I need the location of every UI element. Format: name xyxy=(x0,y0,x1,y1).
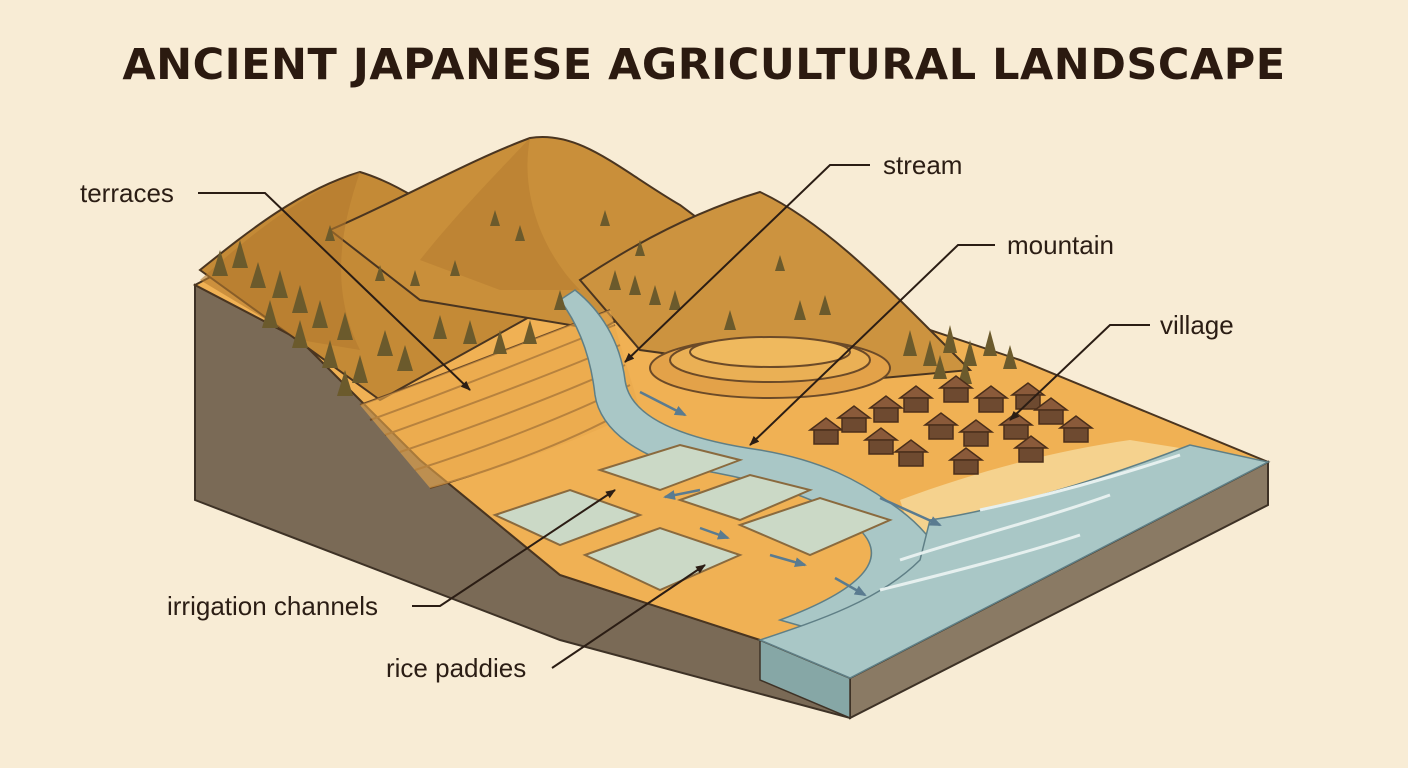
paddy xyxy=(582,526,743,592)
house-icon xyxy=(957,419,995,447)
label-mountain: mountain xyxy=(1007,230,1114,260)
leader-rice-paddies xyxy=(551,564,706,669)
house-icon xyxy=(897,385,935,413)
forest-right xyxy=(903,325,1017,384)
village-houses xyxy=(807,375,1095,475)
leader-stream xyxy=(624,164,870,363)
flow-arrow xyxy=(639,390,687,417)
house-icon xyxy=(862,427,900,455)
house-icon xyxy=(1012,435,1050,463)
paddy xyxy=(596,443,744,492)
diagram-title: ANCIENT JAPANESE AGRICULTURAL LANDSCAPE xyxy=(122,40,1286,90)
wave-lines xyxy=(879,453,1181,592)
label-rice-paddies: rice paddies xyxy=(386,653,526,683)
house-icon xyxy=(892,439,930,467)
label-terraces: terraces xyxy=(80,178,174,208)
forest-center xyxy=(490,210,831,330)
paddy xyxy=(737,496,893,557)
right-terraces xyxy=(649,336,891,399)
leader-irrigation-channels xyxy=(412,489,616,607)
house-icon xyxy=(807,417,845,445)
label-stream: stream xyxy=(883,150,962,180)
label-irrigation-channels: irrigation channels xyxy=(167,591,378,621)
house-icon xyxy=(972,385,1010,413)
leader-lines xyxy=(198,164,1150,669)
mountain-right xyxy=(578,190,973,382)
leader-terraces xyxy=(198,192,471,391)
house-icon xyxy=(867,395,905,423)
leader-mountain xyxy=(749,244,995,446)
house-icon xyxy=(947,447,985,475)
mountain-shadow-center xyxy=(420,138,580,290)
house-icon xyxy=(1032,397,1070,425)
house-icon xyxy=(835,405,873,433)
rice-paddies-grid xyxy=(492,443,893,592)
forest-left xyxy=(212,225,537,396)
house-icon xyxy=(937,375,975,403)
house-icon xyxy=(922,412,960,440)
stream-water xyxy=(558,289,946,641)
label-village: village xyxy=(1160,310,1234,340)
flow-arrow xyxy=(879,496,942,527)
flow-arrow xyxy=(663,488,701,500)
house-icon xyxy=(1057,415,1095,443)
house-icon xyxy=(1009,382,1047,410)
left-terrace-fill xyxy=(360,310,640,488)
paddy xyxy=(676,473,814,522)
flow-arrow xyxy=(834,576,867,597)
flow-arrow xyxy=(769,553,807,568)
paddy xyxy=(492,488,643,547)
irrigation-flow-arrows xyxy=(639,390,942,597)
leader-village xyxy=(1009,324,1150,421)
flow-arrow xyxy=(699,526,730,540)
